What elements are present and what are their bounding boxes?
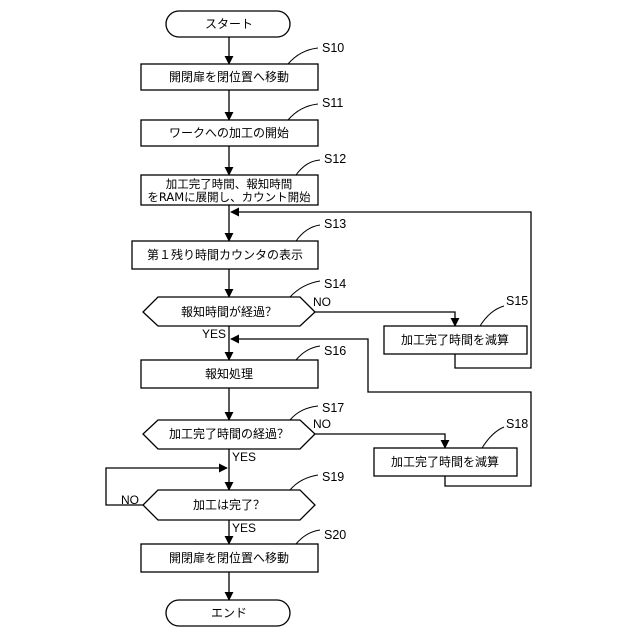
s13-label: 第１残り時間カウンタの表示 <box>147 248 303 262</box>
yes-label-s17: YES <box>232 450 256 464</box>
s14-label: 報知時間が経過？ <box>181 304 277 319</box>
node-s13: 第１残り時間カウンタの表示 <box>132 241 318 269</box>
s10-label: 開閉扉を閉位置へ移動 <box>169 69 289 84</box>
leader-s12 <box>296 160 320 175</box>
step-label-s17: S17 <box>322 401 344 415</box>
step-label-s16: S16 <box>324 344 346 358</box>
node-s12: 加工完了時間、報知時間 をRAMに展開し、カウント開始 <box>141 175 318 205</box>
step-label-s18: S18 <box>506 417 528 431</box>
node-s18: 加工完了時間を減算 <box>374 448 517 476</box>
node-s16: 報知処理 <box>141 360 318 388</box>
start-label: スタート <box>205 17 253 31</box>
step-label-s20: S20 <box>324 528 346 542</box>
node-end: エンド <box>166 600 290 626</box>
leader-s19 <box>290 475 318 490</box>
step-label-s19: S19 <box>322 470 344 484</box>
step-label-s12: S12 <box>324 152 346 166</box>
node-s11: ワークへの加工の開始 <box>141 120 318 146</box>
leader-s13 <box>296 225 320 241</box>
no-label-s17: NO <box>313 417 331 431</box>
step-label-s14: S14 <box>324 277 346 291</box>
no-label-s14: NO <box>313 295 331 309</box>
s12-label-line2: をRAMに展開し、カウント開始 <box>147 190 311 204</box>
s19-label: 加工は完了？ <box>193 497 265 512</box>
no-label-s19: NO <box>121 493 139 507</box>
yes-label-s19: YES <box>232 521 256 535</box>
node-s19: 加工は完了？ <box>143 490 315 520</box>
leader-s18 <box>482 427 504 448</box>
s20-label: 開閉扉を閉位置へ移動 <box>169 550 289 565</box>
edge-s14-no-s15 <box>315 312 455 326</box>
yes-label-s14: YES <box>202 327 226 341</box>
leader-s16 <box>296 346 320 360</box>
s18-label: 加工完了時間を減算 <box>391 454 499 469</box>
step-label-s15: S15 <box>506 294 528 308</box>
leader-s20 <box>296 530 320 544</box>
leader-s11 <box>288 104 318 120</box>
s11-label: ワークへの加工の開始 <box>169 126 289 140</box>
node-s20: 開閉扉を閉位置へ移動 <box>141 544 318 572</box>
s12-label-line1: 加工完了時間、報知時間 <box>166 177 293 191</box>
step-label-s11: S11 <box>322 96 343 110</box>
node-s14: 報知時間が経過？ <box>143 297 315 326</box>
node-s10: 開閉扉を閉位置へ移動 <box>141 64 318 90</box>
end-label: エンド <box>211 606 247 620</box>
s15-label: 加工完了時間を減算 <box>401 332 509 347</box>
leader-s15 <box>480 306 504 326</box>
node-s17: 加工完了時間の経過？ <box>143 420 315 449</box>
node-start: スタート <box>166 11 290 37</box>
s17-label: 加工完了時間の経過？ <box>169 426 289 441</box>
edge-s17-no-s18 <box>315 434 445 448</box>
node-s15: 加工完了時間を減算 <box>384 326 527 354</box>
s16-label: 報知処理 <box>205 367 253 381</box>
step-label-s10: S10 <box>322 41 344 55</box>
step-label-s13: S13 <box>324 217 346 231</box>
leader-s10 <box>288 48 318 64</box>
